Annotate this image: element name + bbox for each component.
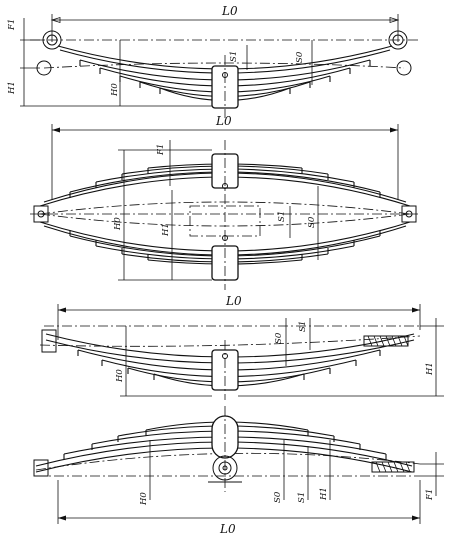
fig3-arc-free-label: S0 <box>274 332 284 344</box>
figure-2-elliptic-spring: L0 <box>30 114 420 290</box>
fig1-arc-free-label: S0 <box>295 51 305 63</box>
fig4-height-loaded-label: H1 <box>319 487 329 501</box>
fig1-arc-loaded-label: S1 <box>229 51 239 62</box>
fig3-length-label: L0 <box>225 294 242 308</box>
fig2-height-loaded-label: H1 <box>161 223 171 237</box>
fig1-deflection-label: F1 <box>7 19 17 31</box>
fig2-deflection-label: F1 <box>156 144 166 156</box>
fig4-arc-loaded-label: S1 <box>297 492 307 503</box>
fig2-height-free-label: H0 <box>113 217 123 231</box>
fig2-length-label: L0 <box>215 114 232 128</box>
figure-1-eyed-spring: L0 <box>7 4 420 118</box>
fig1-height-free-label: H0 <box>110 83 120 97</box>
fig3-height-loaded-label: H1 <box>425 362 435 376</box>
fig4-deflection-label: F1 <box>425 489 435 501</box>
fig3-arc-loaded-label: S1 <box>298 321 308 332</box>
fig1-height-loaded-label: H1 <box>7 81 17 95</box>
fig2-arc-free-label: S0 <box>307 216 317 228</box>
fig3-height-free-label: H0 <box>115 369 125 383</box>
fig1-length-label: L0 <box>221 4 238 18</box>
fig2-arc-loaded-label: S1 <box>277 211 287 222</box>
figure-3-cantilever-spring: L0 H0 S0 S1 <box>39 294 444 400</box>
fig4-height-free-label: H0 <box>139 492 149 506</box>
fig4-arc-free-label: S0 <box>273 491 283 503</box>
fig4-length-label: L0 <box>219 522 236 536</box>
figure-4-inverted-spring: L0 H0 S0 S1 H1 F1 <box>33 406 444 536</box>
